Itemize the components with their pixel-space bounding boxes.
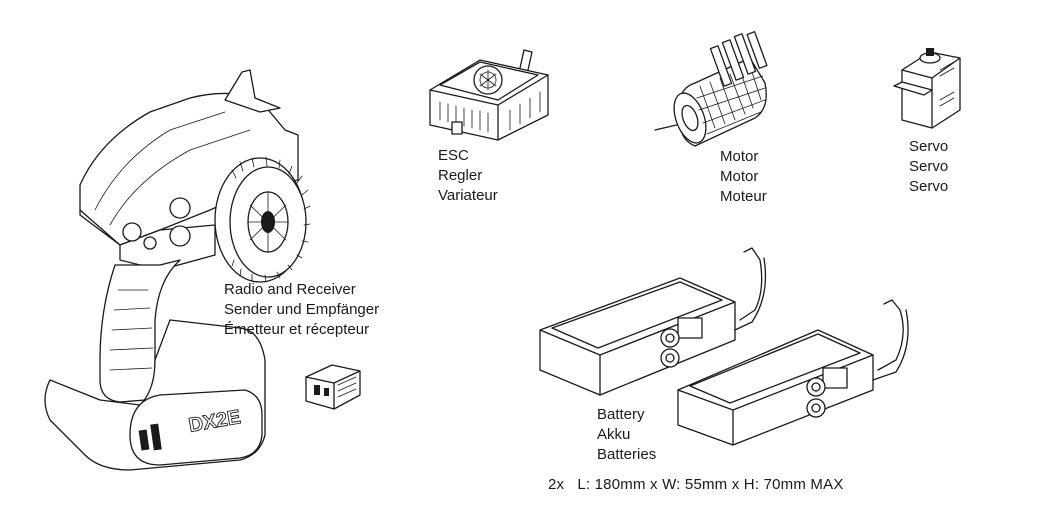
servo-caption: Servo Servo Servo — [909, 137, 948, 197]
motor-caption: Motor Motor Moteur — [720, 147, 767, 207]
esc-illustration — [420, 40, 555, 145]
esc-caption-en: ESC — [438, 147, 469, 164]
radio-caption: Radio and Receiver Sender und Empfänger … — [224, 280, 379, 340]
battery-caption-fr: Batteries — [597, 446, 657, 463]
esc-caption-fr: Variateur — [438, 187, 498, 204]
battery-pack-illustration-2 — [668, 290, 918, 450]
radio-caption-en: Radio and Receiver — [224, 281, 356, 298]
esc-caption: ESC Regler Variateur — [438, 146, 498, 206]
battery-caption-en: Battery — [597, 406, 645, 423]
servo-illustration — [890, 40, 970, 135]
motor-caption-de: Motor — [720, 168, 759, 185]
servo-caption-de: Servo — [909, 158, 949, 175]
radio-caption-de: Sender und Empfänger — [224, 301, 380, 318]
radio-caption-fr: Émetteur et récepteur — [224, 321, 370, 338]
radio-transmitter-illustration: DX2E — [40, 60, 315, 480]
motor-caption-en: Motor — [720, 148, 759, 165]
battery-pack-illustration — [530, 230, 770, 405]
esc-caption-de: Regler — [438, 167, 483, 184]
servo-caption-en: Servo — [909, 138, 949, 155]
motor-caption-fr: Moteur — [720, 188, 767, 205]
receiver-illustration — [302, 355, 364, 413]
battery-caption-de: Akku — [597, 426, 631, 443]
servo-caption-fr: Servo — [909, 178, 949, 195]
motor-illustration — [645, 28, 785, 158]
battery-dimensions: 2x L: 180mm x W: 55mm x H: 70mm MAX — [548, 476, 844, 493]
battery-caption: Battery Akku Batteries — [597, 405, 656, 465]
